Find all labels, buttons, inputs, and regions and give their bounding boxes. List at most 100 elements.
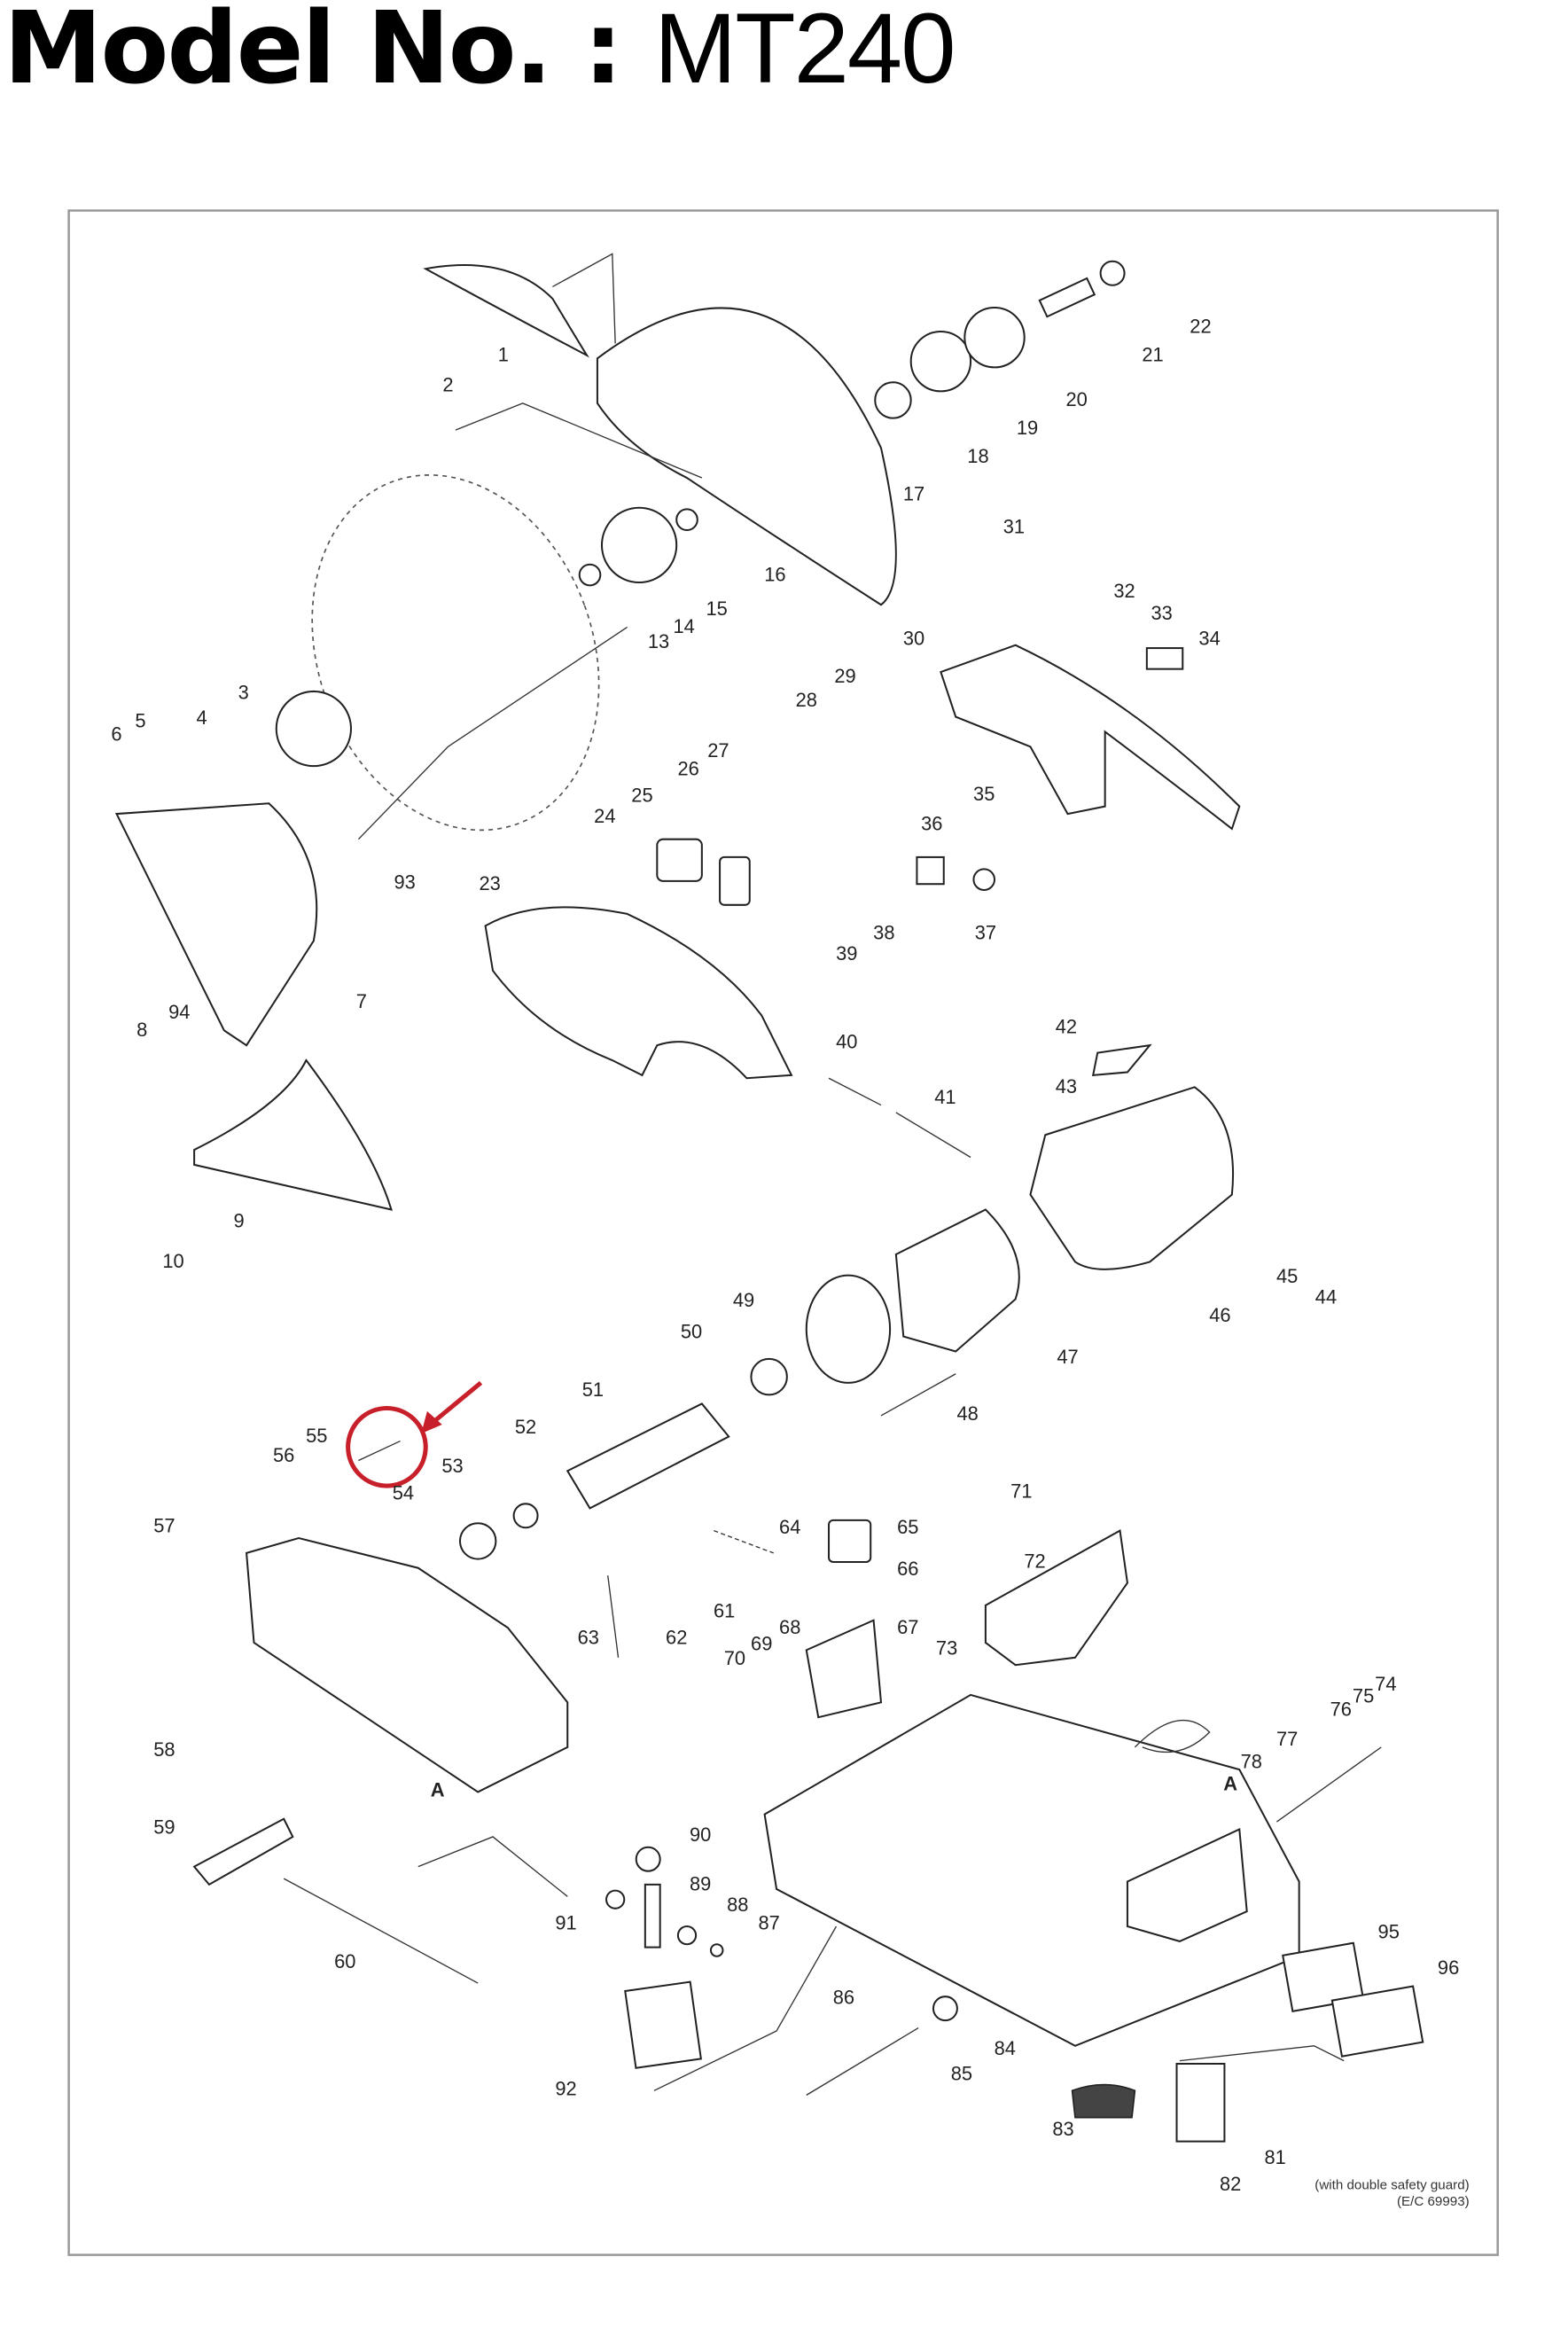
part-label-86: 86 bbox=[833, 1987, 854, 2009]
part-label-78: 78 bbox=[1241, 1750, 1262, 1772]
part-label-51: 51 bbox=[582, 1378, 604, 1401]
page-title: Model No. : MT240 bbox=[4, 0, 956, 98]
note-ec-number: (E/C 69993) bbox=[1397, 2194, 1470, 2209]
part-label-39: 39 bbox=[836, 942, 857, 965]
part-label-71: 71 bbox=[1010, 1480, 1032, 1503]
part-label-2: 2 bbox=[442, 373, 453, 395]
field bbox=[894, 1208, 1020, 1353]
part-label-21: 21 bbox=[1142, 344, 1163, 366]
part-label-75: 75 bbox=[1353, 1684, 1374, 1706]
part-label-43: 43 bbox=[1056, 1075, 1077, 1097]
part-label-6: 6 bbox=[111, 723, 121, 746]
part-label-93: 93 bbox=[394, 871, 415, 893]
gear-housing bbox=[245, 1537, 569, 1793]
part-label-58: 58 bbox=[153, 1738, 175, 1761]
inner-flange bbox=[275, 690, 353, 768]
part-label-67: 67 bbox=[897, 1616, 918, 1638]
part-label-77: 77 bbox=[1276, 1728, 1298, 1750]
part-label-16: 16 bbox=[764, 563, 785, 585]
part-label-4: 4 bbox=[196, 707, 207, 729]
part-number-labels: 1234567891013141516171819202122232425262… bbox=[111, 316, 1459, 2196]
part-label-32: 32 bbox=[1113, 580, 1135, 602]
part-label-9: 9 bbox=[234, 1210, 245, 1232]
highlight-arrow bbox=[428, 1380, 483, 1426]
part-label-35: 35 bbox=[973, 783, 995, 805]
part-label-31: 31 bbox=[1003, 515, 1025, 537]
part-label-23: 23 bbox=[479, 872, 500, 894]
part-shapes bbox=[114, 253, 1424, 2143]
part-label-74: 74 bbox=[1375, 1673, 1396, 1695]
part-label-72: 72 bbox=[1024, 1550, 1045, 1573]
part-label-1: 1 bbox=[498, 344, 509, 366]
part-label-96: 96 bbox=[1438, 1956, 1459, 1979]
diagram-frame bbox=[67, 209, 1499, 2256]
lower-guard bbox=[114, 802, 318, 1047]
part-label-70: 70 bbox=[724, 1647, 745, 1669]
baffle-plate bbox=[805, 1274, 892, 1384]
part-label-40: 40 bbox=[836, 1031, 857, 1053]
part-label-44: 44 bbox=[1315, 1286, 1337, 1308]
part-label-8: 8 bbox=[137, 1019, 147, 1041]
part-label-42: 42 bbox=[1056, 1016, 1077, 1038]
part-label-48: 48 bbox=[957, 1402, 979, 1425]
part-label-57: 57 bbox=[153, 1514, 175, 1536]
part-label-64: 64 bbox=[779, 1516, 800, 1538]
note-double-safety-guard: (with double safety guard) bbox=[1314, 2177, 1469, 2192]
part-label-84: 84 bbox=[995, 2037, 1016, 2059]
part-label-54: 54 bbox=[393, 1481, 414, 1503]
title-separator: : bbox=[550, 0, 654, 106]
handle bbox=[940, 644, 1241, 831]
part-label-5: 5 bbox=[135, 709, 145, 731]
motor-housing bbox=[1029, 1086, 1235, 1270]
part-label-81: 81 bbox=[1265, 2146, 1286, 2168]
connection-marker-a: A bbox=[1223, 1773, 1237, 1795]
part-label-76: 76 bbox=[1330, 1699, 1352, 1721]
part-label-73: 73 bbox=[936, 1636, 957, 1659]
part-label-56: 56 bbox=[273, 1444, 294, 1466]
vise-holder bbox=[805, 1619, 883, 1719]
guard-cover bbox=[423, 264, 589, 358]
part-label-52: 52 bbox=[515, 1416, 536, 1438]
model-label: Model No. bbox=[4, 0, 552, 106]
part-label-59: 59 bbox=[153, 1816, 175, 1839]
part-label-38: 38 bbox=[873, 922, 894, 944]
part-label-50: 50 bbox=[681, 1320, 702, 1342]
part-label-87: 87 bbox=[758, 1911, 779, 1933]
part-label-92: 92 bbox=[555, 2077, 576, 2099]
guide-plate bbox=[984, 1529, 1128, 1667]
part-label-61: 61 bbox=[714, 1599, 735, 1621]
part-label-66: 66 bbox=[897, 1558, 918, 1580]
part-label-24: 24 bbox=[594, 805, 615, 827]
part-label-65: 65 bbox=[897, 1516, 918, 1538]
part-label-19: 19 bbox=[1017, 417, 1038, 439]
part-label-33: 33 bbox=[1151, 602, 1173, 624]
part-label-90: 90 bbox=[690, 1824, 711, 1846]
part-label-88: 88 bbox=[727, 1894, 748, 1916]
part-label-34: 34 bbox=[1198, 628, 1220, 650]
part-label-14: 14 bbox=[673, 615, 694, 637]
part-label-94: 94 bbox=[168, 1001, 190, 1023]
part-label-36: 36 bbox=[921, 813, 942, 835]
armature bbox=[566, 1402, 730, 1510]
part-label-83: 83 bbox=[1052, 2118, 1073, 2140]
model-number: MT240 bbox=[653, 0, 956, 104]
part-label-18: 18 bbox=[967, 445, 988, 467]
part-label-17: 17 bbox=[903, 482, 924, 504]
part-label-47: 47 bbox=[1057, 1346, 1078, 1368]
part-label-41: 41 bbox=[934, 1086, 956, 1108]
part-label-46: 46 bbox=[1209, 1304, 1230, 1326]
part-label-29: 29 bbox=[834, 665, 855, 687]
part-label-68: 68 bbox=[779, 1616, 800, 1638]
part-label-3: 3 bbox=[238, 681, 249, 703]
handle-holder bbox=[484, 906, 793, 1080]
part-label-85: 85 bbox=[951, 2063, 972, 2085]
part-label-37: 37 bbox=[975, 922, 996, 944]
highlight-arrow-head bbox=[421, 1410, 442, 1434]
part-label-10: 10 bbox=[162, 1250, 183, 1272]
part-label-91: 91 bbox=[555, 1911, 576, 1933]
highlight-circle bbox=[346, 1405, 428, 1488]
part-label-95: 95 bbox=[1378, 1920, 1400, 1942]
connection-marker-a: A bbox=[431, 1778, 445, 1800]
part-label-30: 30 bbox=[903, 628, 924, 650]
